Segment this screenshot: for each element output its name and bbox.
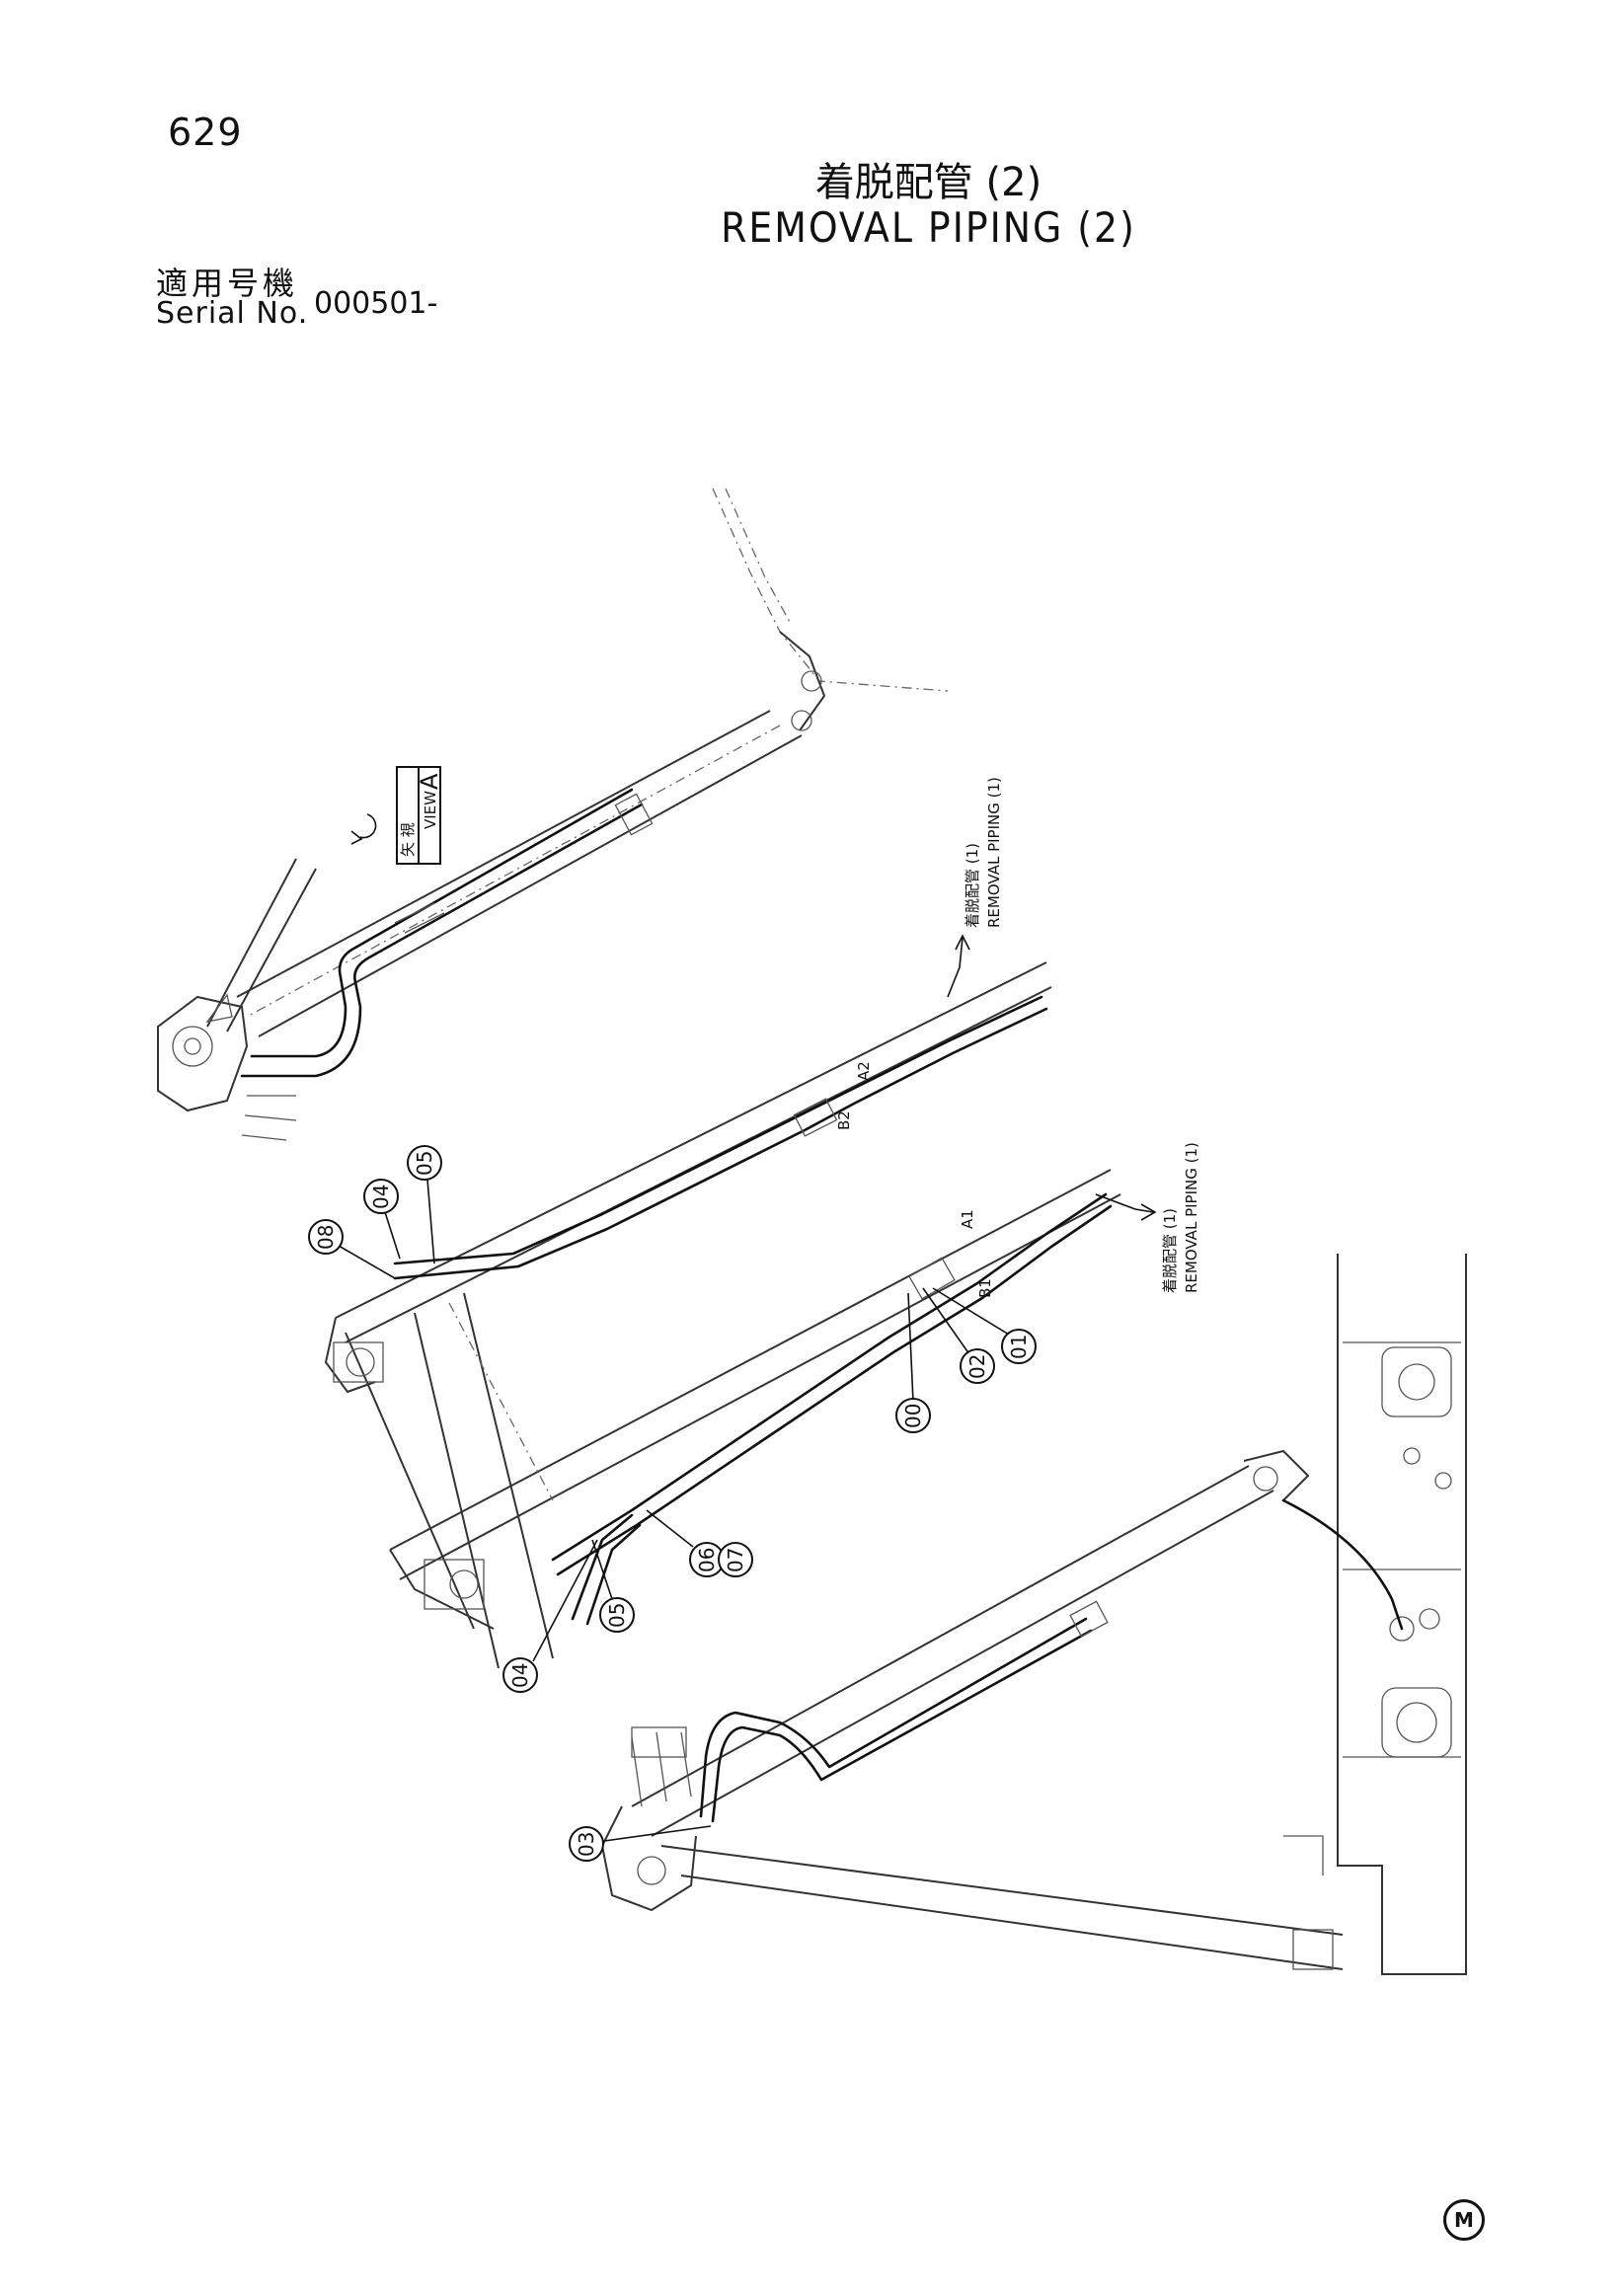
view-a-marker: 矢 視 VIEW A: [350, 766, 443, 865]
svg-text:05: 05: [413, 1151, 436, 1176]
serial-label: Serial No.: [156, 296, 309, 331]
callout-00: 00: [895, 1292, 931, 1433]
serial-value: 000501-: [314, 286, 438, 321]
svg-text:06: 06: [695, 1548, 719, 1572]
port-label: B2: [835, 1110, 853, 1130]
callout-01: 01: [932, 1287, 1037, 1364]
callout-05: 05: [407, 1145, 442, 1264]
svg-text:03: 03: [575, 1832, 598, 1857]
svg-text:04: 04: [369, 1185, 393, 1209]
reference-label: REMOVAL PIPING (1): [1183, 1142, 1200, 1293]
svg-text:01: 01: [1007, 1335, 1031, 1359]
reference-removal-piping-1-lower: 着脱配管 (1) REMOVAL PIPING (1): [1095, 1142, 1200, 1293]
callout-07: 07: [718, 1542, 753, 1577]
view-label: VIEW: [422, 791, 439, 829]
callout-02: 02: [922, 1287, 995, 1384]
port-label: A1: [959, 1209, 976, 1229]
reference-label-japanese: 着脱配管 (1): [964, 843, 981, 928]
page-title: REMOVAL PIPING (2): [721, 203, 1136, 252]
svg-text:02: 02: [965, 1354, 989, 1379]
svg-text:05: 05: [605, 1603, 629, 1628]
reference-label: REMOVAL PIPING (1): [985, 777, 1003, 928]
page-number: 629: [168, 111, 243, 154]
svg-text:07: 07: [724, 1548, 747, 1572]
view-letter: A: [416, 773, 443, 790]
callout-06: 06: [646, 1509, 725, 1577]
callout-08: 08: [308, 1219, 396, 1279]
port-label: B1: [976, 1278, 994, 1298]
port-label: A2: [855, 1061, 873, 1081]
callout-04: 04: [502, 1539, 598, 1693]
serial-label-japanese: 適用号機: [156, 265, 299, 302]
view-label-japanese: 矢 視: [399, 822, 417, 857]
callout-05: 05: [591, 1539, 635, 1633]
reference-label-japanese: 着脱配管 (1): [1161, 1208, 1179, 1293]
upper-boom-assembly: [157, 488, 949, 1141]
svg-text:00: 00: [901, 1404, 925, 1428]
callout-04: 04: [363, 1179, 401, 1260]
svg-text:04: 04: [508, 1663, 532, 1688]
middle-cylinder-assembly: [324, 961, 1121, 1669]
lower-frame-assembly: [600, 1254, 1467, 1975]
svg-text:08: 08: [314, 1225, 338, 1250]
maker-mark: M: [1443, 2199, 1485, 2241]
port-labels: B2 A2 A1 B1: [835, 1061, 994, 1298]
reference-removal-piping-1-upper: 着脱配管 (1) REMOVAL PIPING (1): [947, 777, 1003, 998]
page-title-japanese: 着脱配管 (2): [814, 160, 1042, 205]
callout-03: 03: [569, 1825, 712, 1862]
